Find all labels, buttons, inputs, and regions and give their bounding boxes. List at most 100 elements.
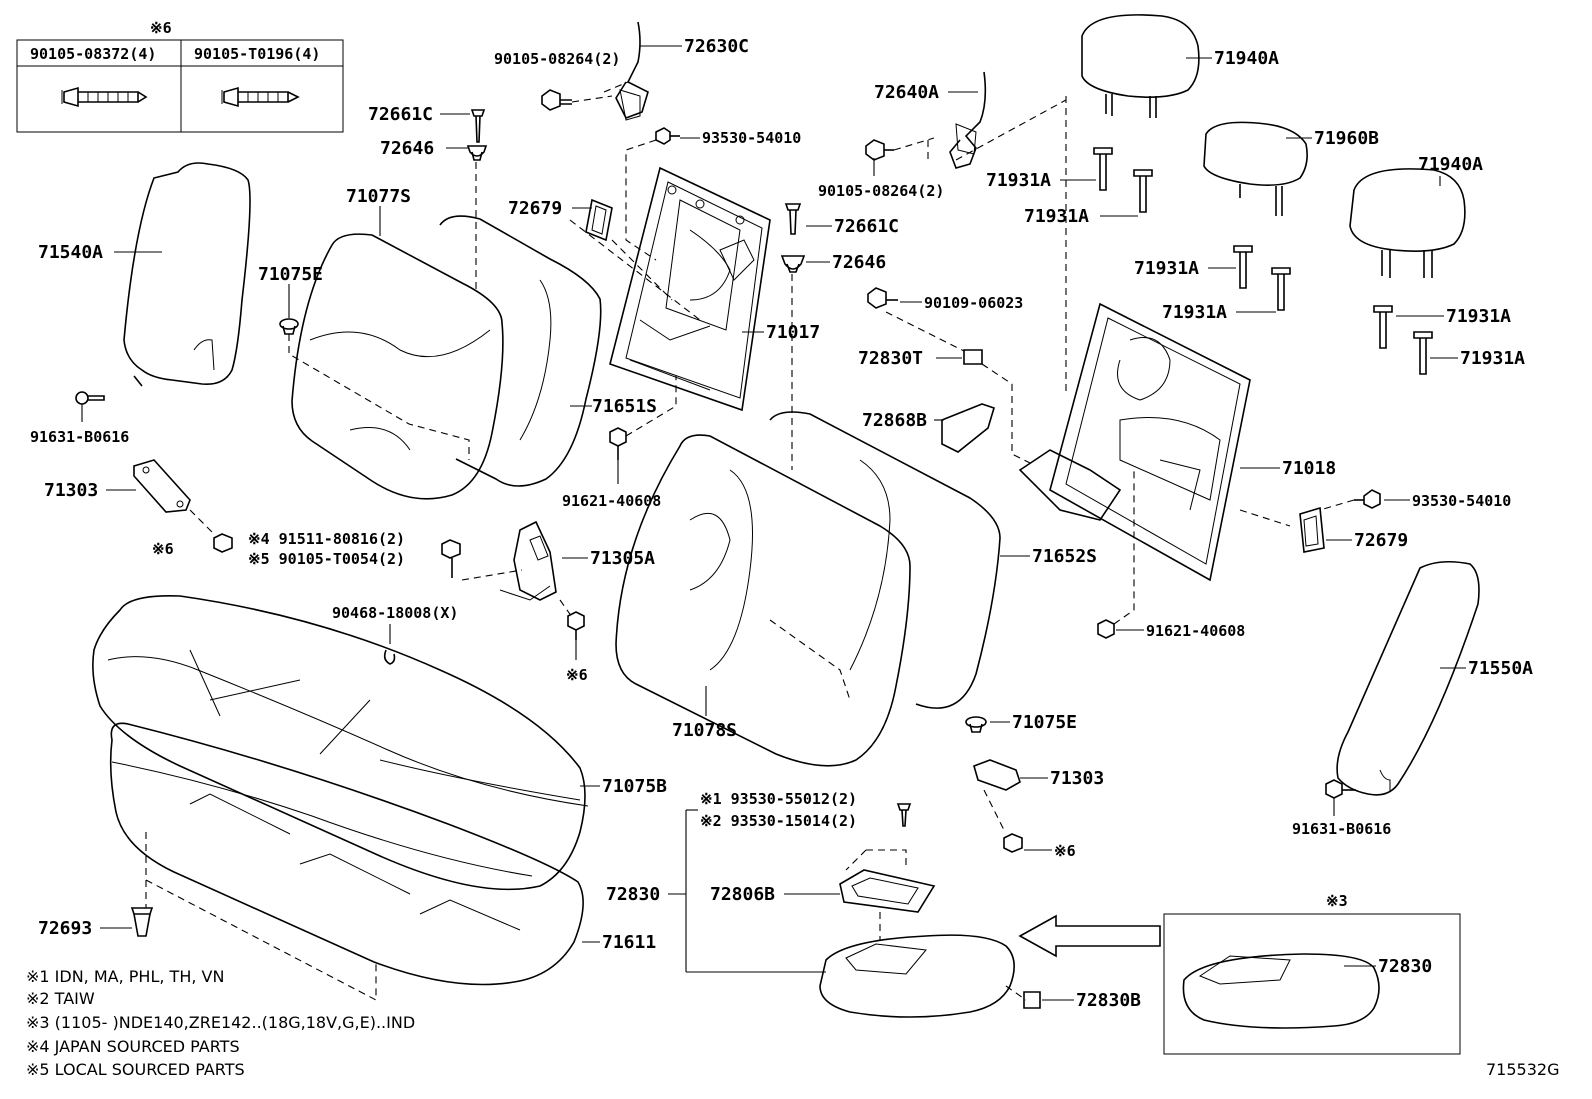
hinge-71303-right xyxy=(973,759,1021,791)
label-71075E-right: 71075E xyxy=(1012,712,1077,733)
label-91621-40608-right: 91621-40608 xyxy=(1146,622,1245,640)
note-2: ※2 TAIW xyxy=(26,989,95,1008)
label-93530-54010-right: 93530-54010 xyxy=(1412,492,1511,510)
label-91621-40608-left: 91621-40608 xyxy=(562,492,661,510)
label-71931A-3: 71931A xyxy=(1134,258,1199,279)
mark6-center: ※6 xyxy=(566,666,588,684)
label-71931A-2: 71931A xyxy=(1024,206,1089,227)
label-91631-B0616-right: 91631-B0616 xyxy=(1292,820,1391,838)
pin-72661C-center xyxy=(784,203,802,235)
clip-90468-icon xyxy=(383,649,396,665)
support-71931A-3 xyxy=(1233,245,1253,289)
label-72830B: 72830B xyxy=(1076,990,1141,1011)
support-71931A-4 xyxy=(1271,267,1291,311)
label-90468-18008: 90468-18008(X) xyxy=(332,604,458,622)
label-71611: 71611 xyxy=(602,932,656,953)
screw-93530-54010-left xyxy=(655,127,680,145)
label-72679-left: 72679 xyxy=(508,198,562,219)
seat-cushion-cover xyxy=(92,594,589,891)
inset-mark: ※6 xyxy=(150,19,172,37)
label-71078S: 71078S xyxy=(672,720,737,741)
pin-72661C-left xyxy=(470,109,486,143)
cap-72830T xyxy=(963,349,983,365)
inset-col2-label: 90105-T0196(4) xyxy=(194,45,320,63)
label-71960B: 71960B xyxy=(1314,128,1379,149)
label-71077S: 71077S xyxy=(346,186,411,207)
label-71305A: 71305A xyxy=(590,548,655,569)
note-3: ※3 (1105- )NDE140,ZRE142..(18G,18V,G,E).… xyxy=(26,1013,415,1032)
side-cover-right xyxy=(1336,560,1480,796)
label-71652S: 71652S xyxy=(1032,546,1097,567)
label-93530-54010-left: 93530-54010 xyxy=(702,129,801,147)
clip-71075E-right xyxy=(965,716,987,733)
note-5: ※5 LOCAL SOURCED PARTS xyxy=(26,1060,245,1079)
seatback-left-cover xyxy=(291,215,602,500)
label-71540A: 71540A xyxy=(38,242,103,263)
label-71931A-5: 71931A xyxy=(1446,306,1511,327)
side-cover-left xyxy=(75,162,251,405)
label-71931A-6: 71931A xyxy=(1460,348,1525,369)
bolt-icon xyxy=(61,86,148,108)
label-72661C-center: 72661C xyxy=(834,216,899,237)
label-71303-right: 71303 xyxy=(1050,768,1104,789)
inset-box xyxy=(1163,913,1461,1055)
bolt-90105-08264-left xyxy=(541,89,572,111)
bolt-90109-06023 xyxy=(867,287,898,309)
label-93530-55012: ※1 93530-55012(2) xyxy=(700,790,857,808)
label-90105-08264-right: 90105-08264(2) xyxy=(818,182,944,200)
buckle-72679-left xyxy=(585,198,613,242)
label-71931A-4: 71931A xyxy=(1162,302,1227,323)
label-71075B: 71075B xyxy=(602,776,667,797)
label-72661C-left: 72661C xyxy=(368,104,433,125)
headrest-71960B xyxy=(1203,121,1308,216)
label-90109-06023: 90109-06023 xyxy=(924,294,1023,312)
buckle-72679-right xyxy=(1299,506,1325,553)
label-90105-T0054: ※5 90105-T0054(2) xyxy=(248,550,405,568)
bolt-mark6-right xyxy=(1003,833,1023,853)
bolt-mark6-left xyxy=(213,533,233,553)
headrest-71940A-right xyxy=(1349,168,1466,278)
hinge-71303-left xyxy=(133,459,191,513)
label-91631-B0616-left: 91631-B0616 xyxy=(30,428,129,446)
cap-72646-center xyxy=(780,255,806,273)
label-93530-15014: ※2 93530-15014(2) xyxy=(700,812,857,830)
label-71940A-left: 71940A xyxy=(1214,48,1279,69)
bolt-91621-40608-right xyxy=(1097,619,1115,639)
clip-72693 xyxy=(130,907,154,937)
cap-72830B xyxy=(1023,991,1041,1009)
armrest-72830-inset xyxy=(1182,953,1380,1029)
support-71931A-6 xyxy=(1413,331,1433,375)
bolt-91511-80816 xyxy=(441,539,461,578)
bolt-91621-40608-left xyxy=(609,427,627,460)
label-72830-main: 72830 xyxy=(606,884,660,905)
label-72646-left: 72646 xyxy=(380,138,434,159)
seatback-frame-right xyxy=(1018,302,1251,582)
label-71017: 71017 xyxy=(766,322,820,343)
armrest-72830 xyxy=(819,934,1015,1018)
bolt-mark6-center xyxy=(567,611,585,640)
support-71931A-2 xyxy=(1133,169,1153,213)
fastener-inset-table: ※6 90105-08372(4) 90105-T0196(4) xyxy=(16,19,344,133)
label-72679-right: 72679 xyxy=(1354,530,1408,551)
screw-93530-54010-right xyxy=(1354,489,1381,509)
bolt-90105-08264-right xyxy=(865,139,894,161)
cupholder-72806B xyxy=(839,869,936,913)
label-72640A: 72640A xyxy=(874,82,939,103)
footnotes: ※1 IDN, MA, PHL, TH, VN ※2 TAIW ※3 (1105… xyxy=(26,967,415,1079)
label-71940A-right: 71940A xyxy=(1418,154,1483,175)
label-71303-left: 71303 xyxy=(44,480,98,501)
inset-col1-label: 90105-08372(4) xyxy=(30,45,156,63)
label-72830-inset: 72830 xyxy=(1378,956,1432,977)
support-71931A-1 xyxy=(1093,147,1113,191)
label-71651S: 71651S xyxy=(592,396,657,417)
label-72830T: 72830T xyxy=(858,348,923,369)
bracket-71305A xyxy=(499,520,557,601)
bolt-icon xyxy=(221,86,300,108)
label-72693: 72693 xyxy=(38,918,92,939)
label-91511-80816: ※4 91511-80816(2) xyxy=(248,530,405,548)
mark6-left: ※6 xyxy=(152,540,174,558)
mark6-right: ※6 xyxy=(1054,842,1076,860)
label-71075E-left: 71075E xyxy=(258,264,323,285)
label-72630C: 72630C xyxy=(684,36,749,57)
